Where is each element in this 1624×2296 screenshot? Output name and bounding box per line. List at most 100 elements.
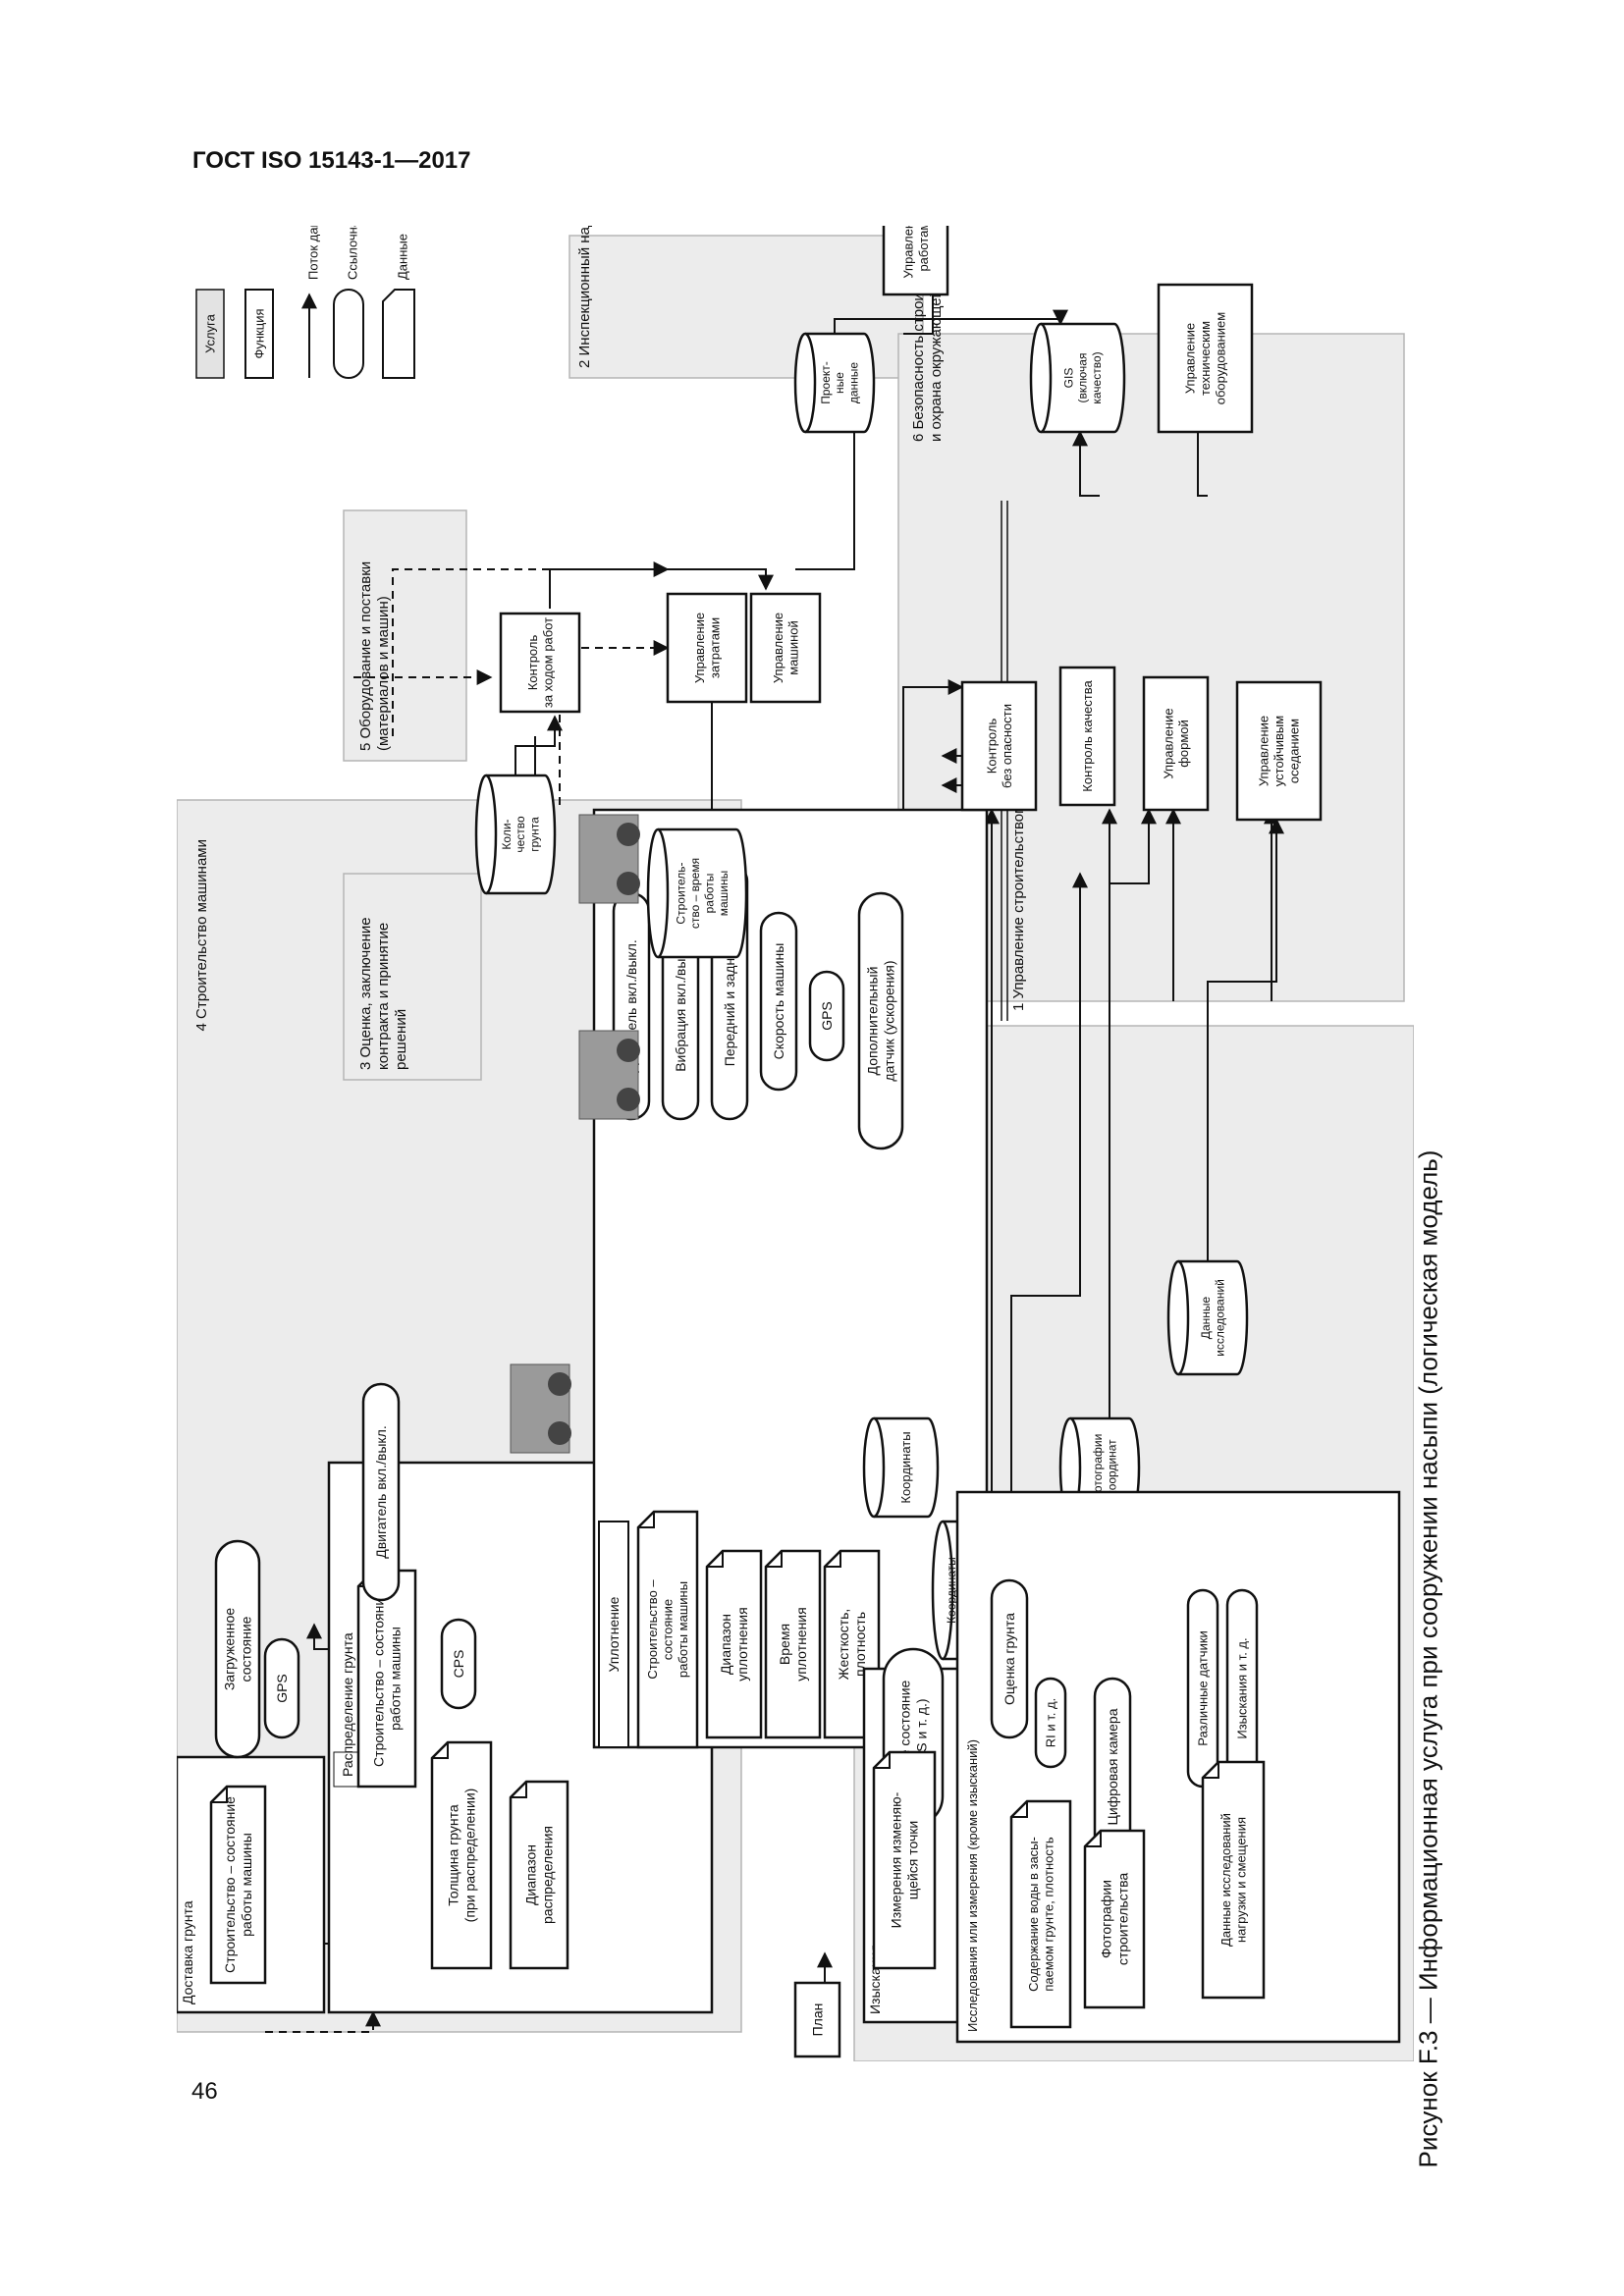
page-number: 46 — [191, 2078, 218, 2105]
extra-sensor: Дополнительныйдатчик (ускорения) — [857, 891, 904, 1150]
legend-reference-shape — [333, 289, 364, 379]
node-label: Исследования или измерения (кроме изыска… — [965, 1739, 980, 2032]
node-label: RI и т. д. — [1044, 1698, 1058, 1747]
node-label: Толщина грунта(при распределении) — [446, 1789, 478, 1923]
node-label: CPS — [451, 1650, 466, 1679]
data-flow-line — [795, 391, 862, 570]
load-data-doc: Данные исследованийнагрузки и смещения — [1201, 1760, 1266, 2000]
legend-labels: Поток данныхСсылочная информацияДанные — [306, 133, 410, 280]
shape-box: Управлениеформой — [1142, 675, 1210, 812]
design-data-db: Проект-ныеданные — [793, 332, 876, 434]
data-flow-line — [1197, 432, 1208, 497]
node-label: Времяуплотнения — [777, 1607, 809, 1681]
photos-doc: Фотографиистроительства — [1083, 1829, 1146, 2009]
node-label: Доставка грунта — [180, 1900, 195, 2004]
node-label: Жесткость,плотность — [836, 1609, 868, 1681]
region-label: 1 Управление строительством — [1010, 804, 1027, 1011]
region-label: 4 Строительство машинами — [193, 839, 210, 1031]
surveys-etc: Изыскания и т. д. — [1225, 1588, 1259, 1789]
node-label: Строитель-ство – времяработымашины — [675, 858, 731, 929]
soil-qty-db: Коли-чествогрунта — [474, 774, 557, 895]
node-label: Данные — [396, 234, 410, 280]
node-label: Фотографиикоординат — [1091, 1434, 1118, 1502]
safety-box: Контрольбез опасности — [960, 680, 1038, 812]
data-flow-line — [1109, 808, 1157, 1423]
node-label: Контрольза ходом работ — [525, 617, 556, 708]
region-label: 5 Оборудование и поставки(материалов и м… — [357, 561, 392, 751]
node-label: GPS — [819, 1001, 835, 1031]
quality-box: Контроль качества — [1058, 666, 1116, 807]
data-flow-line — [1072, 430, 1100, 497]
reference-line — [392, 561, 670, 736]
progress-box: Контрольза ходом работ — [499, 612, 581, 714]
gis-db: GIS(включаякачество) — [1029, 322, 1126, 434]
coordinates-db: Координаты — [862, 1416, 940, 1519]
gps-1: GPS — [263, 1637, 300, 1739]
node-label: Данныеисследований — [1199, 1279, 1226, 1357]
legend-service-box: Услуга — [195, 289, 225, 379]
node-label: Оценка грунта — [1001, 1613, 1017, 1705]
node-label: Строительство – состояниеработы машины — [222, 1796, 254, 1973]
research-data-db: Данныеисследований — [1166, 1259, 1249, 1376]
research-label: Исследования или измерения (кроме изыска… — [965, 1739, 980, 2032]
node-label: Измерения изменяю-щейся точки — [889, 1791, 921, 1928]
camera: Цифровая камера — [1093, 1677, 1132, 1857]
machine-speed: Скорость машины — [759, 911, 798, 1092]
distribution-range-doc: Диапазонраспределения — [509, 1780, 569, 1970]
figure-caption: Рисунок F.3 — Информационная услуга при … — [1413, 1149, 1443, 2168]
node-label: Строительство – состояниеработы машины — [371, 1590, 404, 1767]
document-header: ГОСТ ISO 15143-1—2017 — [192, 147, 471, 174]
node-label: Диапазонраспределения — [523, 1826, 556, 1924]
node-label: Управлениеформой — [1161, 708, 1191, 778]
node-label: Загруженноесостояние — [222, 1608, 254, 1691]
node-label: Вибрация вкл./выкл. — [673, 940, 688, 1072]
node-label: Функция — [252, 309, 267, 359]
node-label: Различные датчики — [1196, 1630, 1211, 1746]
loaded-state: Загруженноесостояние — [214, 1539, 261, 1759]
compaction-time-doc: Времяуплотнения — [764, 1549, 822, 1739]
node-label: Двигатель вкл./выкл. — [373, 1425, 389, 1558]
plan-box: План — [793, 1981, 841, 2058]
node-label: Коли-чествогрунта — [500, 816, 542, 853]
distribution-state-doc: Строительство – состояниеработы машины — [356, 1569, 417, 1789]
roller-icon — [578, 1030, 640, 1120]
bulldozer-icon — [510, 1363, 571, 1454]
data-flow-line — [1010, 872, 1088, 1522]
tech-mgmt-box: Управлениетехническимоборудованием — [1157, 283, 1254, 434]
data-flow-line — [834, 309, 1068, 334]
region-equipment-supply: 5 Оборудование и поставки(материалов и м… — [343, 509, 467, 762]
soil-thickness-doc: Толщина грунта(при распределении) — [430, 1740, 493, 1970]
node-label: Данные исследованийнагрузки и смещения — [1218, 1813, 1249, 1947]
region-label: 3 Оценка, заключениеконтракта и принятие… — [357, 917, 409, 1070]
region-label-management: 1 Управление строительством — [1010, 804, 1027, 1011]
legend-function-box: Функция — [244, 289, 274, 379]
node-label: Изыскания и т. д. — [1235, 1637, 1250, 1738]
sensors: Различные датчики — [1186, 1588, 1219, 1789]
node-label: Управлениемашиной — [771, 613, 801, 683]
legend-data-shape — [382, 289, 415, 379]
delivery-state-doc: Строительство – состояниеработы машины — [209, 1785, 267, 1985]
data-flow-line — [1207, 818, 1284, 1266]
ri: RI и т. д. — [1034, 1677, 1067, 1769]
machine-time-db: Строитель-ство – времяработымашины — [646, 828, 748, 959]
node-label: Услуга — [203, 313, 218, 352]
node-label: Управлениеустойчивымоседанием — [1256, 716, 1301, 786]
water-doc: Содержание воды в засы-паемом грунте, пл… — [1009, 1799, 1072, 2029]
node-label: Контрольбез опасности — [984, 704, 1014, 788]
node-label: GIS(включаякачество) — [1061, 351, 1104, 403]
cps: CPS — [440, 1618, 477, 1710]
node-label: Строительство –состояниеработы машины — [645, 1579, 690, 1680]
point-measure-doc: Измерения изменяю-щейся точки — [872, 1750, 937, 1970]
node-label: Управлениеработами — [900, 226, 931, 279]
node-label: Контроль качества — [1080, 680, 1095, 792]
node-label: Координаты — [898, 1431, 913, 1503]
distribution-label: Распределение грунта — [340, 1632, 355, 1777]
node-label: Дополнительныйдатчик (ускорения) — [865, 960, 897, 1081]
node-label: Фотографиистроительства — [1099, 1873, 1131, 1966]
node-label: Цифровая камера — [1105, 1708, 1120, 1825]
compaction-label-box: Уплотнение — [598, 1521, 629, 1748]
node-label: Ссылочная информация — [346, 226, 360, 280]
compaction-state-doc: Строительство –состояниеработы машины — [636, 1510, 699, 1749]
cost-box: Управлениезатратами — [666, 592, 748, 704]
